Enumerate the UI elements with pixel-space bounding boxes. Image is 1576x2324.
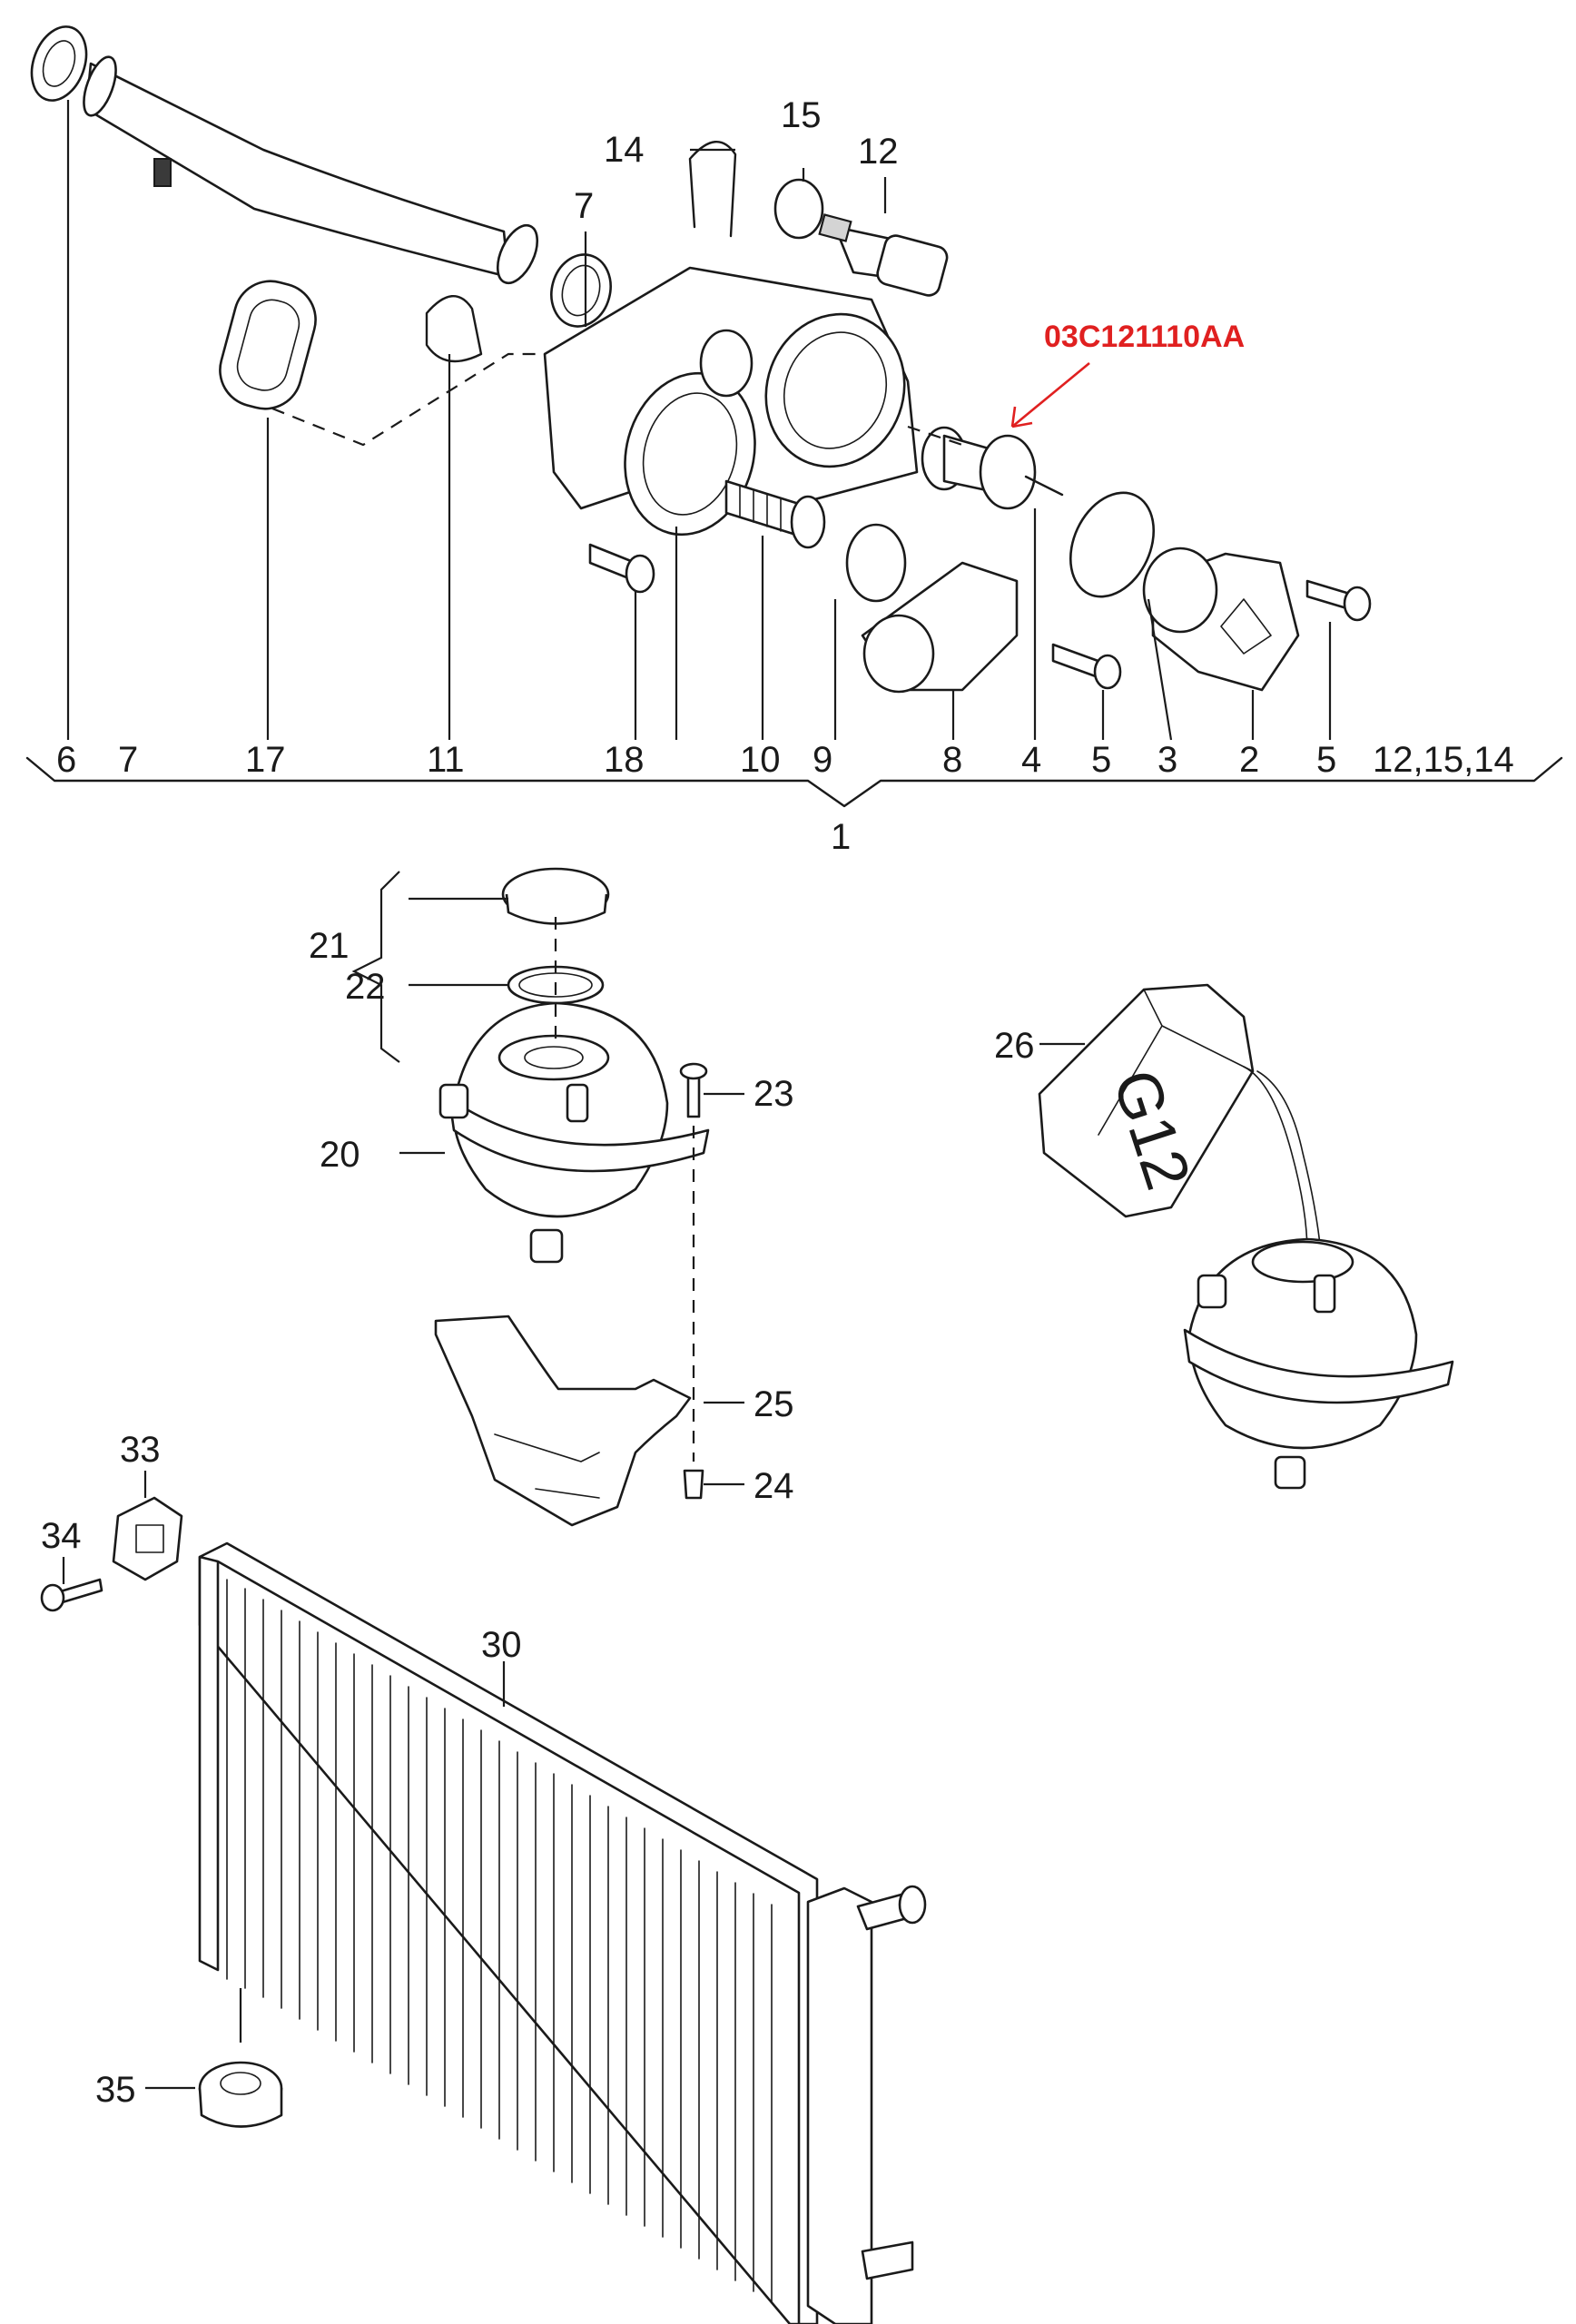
- callout-23: 23: [754, 1074, 794, 1114]
- callout-10: 10: [740, 740, 781, 780]
- callout-2: 2: [1239, 740, 1259, 780]
- callout-1: 1: [831, 817, 851, 857]
- callout-6: 6: [56, 740, 76, 780]
- callout-11: 11: [427, 740, 465, 780]
- callout-26: 26: [994, 1026, 1035, 1066]
- o-ring-9: [845, 523, 907, 603]
- callout-18: 18: [604, 740, 645, 780]
- o-ring-3: [1069, 491, 1156, 598]
- callout-5: 5: [1091, 740, 1111, 780]
- callout-22: 22: [345, 967, 386, 1007]
- callout-7: 7: [118, 740, 138, 780]
- bolt-5-left: [1051, 643, 1122, 690]
- callout-17: 17: [245, 740, 286, 780]
- callout-5b: 5: [1316, 740, 1336, 780]
- clip-14: [688, 140, 737, 238]
- bolt-5-right: [1305, 579, 1372, 622]
- part-number-highlight: 03C121110AA: [1010, 320, 1245, 428]
- callout-4: 4: [1021, 740, 1041, 780]
- housing-cover-2: [1142, 547, 1300, 692]
- bolt-18: [588, 543, 655, 594]
- thermostat-4: [921, 426, 1064, 510]
- callout-25: 25: [754, 1384, 794, 1424]
- callout-20: 20: [320, 1135, 360, 1175]
- temperature-sensor-12: [818, 213, 949, 297]
- callouts-top: 6 7 17 11 18 10 9 8 4 5 3 2 5 12,15,14 1…: [56, 95, 1514, 857]
- thermostat-housing: [543, 266, 919, 537]
- o-ring-15: [773, 178, 824, 240]
- callout-9: 9: [813, 740, 832, 780]
- thermostat-valve-10: [724, 479, 826, 549]
- callouts-tank: 21 22 20 23 25 24: [309, 926, 794, 1506]
- callout-15: 15: [781, 95, 822, 135]
- callout-14: 14: [604, 130, 645, 170]
- callout-33: 33: [120, 1430, 161, 1470]
- callout-3: 3: [1157, 740, 1177, 780]
- callout-21: 21: [309, 926, 350, 966]
- seal-17: [219, 280, 317, 410]
- coolant-fill-illustration: G12: [1038, 983, 1454, 1490]
- clip-11: [425, 294, 483, 363]
- group-bracket-1: [25, 756, 1563, 808]
- callout-7-upper: 7: [574, 186, 594, 226]
- coolant-pipe-assembly: [30, 25, 539, 285]
- callouts-radiator: 33 34 30 35: [41, 1430, 522, 2110]
- callout-8: 8: [942, 740, 962, 780]
- expansion-tank-group: [351, 867, 744, 1527]
- callout-35: 35: [95, 2070, 136, 2110]
- callout-34: 34: [41, 1516, 82, 1556]
- callout-30: 30: [481, 1625, 522, 1665]
- radiator-fins: [226, 1579, 773, 2303]
- connector-flange-8: [861, 561, 1019, 694]
- callout-12-15-14: 12,15,14: [1373, 740, 1514, 780]
- leader-lines-top: [66, 100, 1332, 741]
- callout-24: 24: [754, 1466, 794, 1506]
- radiator: [40, 1471, 927, 2324]
- o-ring-7: [550, 253, 612, 328]
- highlight-part-number: 03C121110AA: [1044, 320, 1245, 354]
- callout-12: 12: [858, 132, 899, 172]
